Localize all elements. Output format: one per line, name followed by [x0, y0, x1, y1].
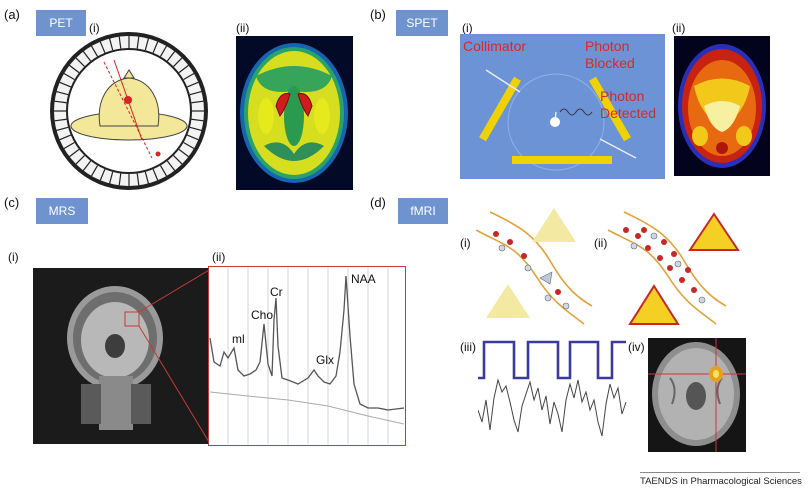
- detector-segment: [136, 36, 140, 49]
- spet-brain-scan: [674, 36, 770, 176]
- detector-segment: [109, 171, 114, 184]
- detector-segment: [90, 165, 99, 177]
- detector-segment: [191, 100, 204, 104]
- detector-segment: [136, 173, 140, 186]
- pet-sub-ii: (ii): [236, 21, 250, 35]
- mrs-sub-i: (i): [8, 250, 19, 264]
- detector-segment: [82, 160, 92, 171]
- spet-collimator-diagram: [460, 34, 665, 179]
- detector-segment: [54, 100, 67, 104]
- detector-segment: [173, 155, 183, 165]
- detector-segment: [191, 118, 204, 122]
- peak-cho: Cho: [251, 308, 274, 322]
- mrs-tag: MRS: [36, 198, 88, 224]
- journal-credit: TAENDS in Pharmacological Sciences: [640, 476, 802, 487]
- detector-segment: [173, 57, 183, 67]
- detector-segment: [63, 141, 75, 150]
- fmri-sub-iv: (iv): [628, 340, 645, 354]
- mrs-coronal-mri: [33, 268, 209, 444]
- detector-segment: [166, 51, 176, 62]
- fmri-tag: fMRI: [398, 198, 448, 224]
- detector-segment: [186, 81, 199, 88]
- detector-segment: [159, 45, 168, 57]
- spet-sub-ii: (ii): [672, 21, 686, 35]
- detector-segment: [99, 41, 106, 54]
- detector-segment: [56, 91, 69, 96]
- fmri-sub-iii: (iii): [460, 340, 476, 354]
- photon-blocked-label: Photon Blocked: [585, 38, 635, 71]
- detector-segment: [152, 168, 159, 181]
- fmri-activation-map: [648, 338, 746, 452]
- detector-segment: [118, 173, 122, 186]
- panel-b-letter: (b): [370, 7, 386, 22]
- mrs-sub-ii: (ii): [212, 250, 226, 264]
- detector-segment: [59, 81, 72, 88]
- detector-segment: [152, 41, 159, 54]
- detector-segment: [186, 134, 199, 141]
- detector-segment: [159, 165, 168, 177]
- pet-tag: PET: [36, 10, 86, 36]
- detector-segment: [75, 155, 85, 165]
- peak-ml: ml: [232, 332, 245, 346]
- panel-a-letter: (a): [4, 7, 20, 22]
- spet-tag: SPET: [396, 10, 448, 36]
- detector-segment: [69, 64, 80, 74]
- fmri-sub-ii: (ii): [594, 236, 608, 250]
- fmri-vessel-baseline: [475, 208, 593, 325]
- pet-brain-scan: [236, 36, 353, 190]
- detector-segment: [183, 72, 195, 81]
- fmri-vessel-activated: [607, 211, 740, 325]
- detector-segment: [59, 134, 72, 141]
- pet-sub-i: (i): [89, 21, 100, 35]
- detector-segment: [56, 126, 69, 131]
- detector-segment: [75, 57, 85, 67]
- fmri-bold-timecourse: [478, 340, 627, 437]
- spet-sub-i: (i): [462, 21, 473, 35]
- detector-segment: [166, 160, 176, 171]
- peak-cr: Cr: [270, 285, 283, 299]
- collimator-label: Collimator: [463, 38, 527, 54]
- detector-segment: [144, 171, 149, 184]
- detector-segment: [118, 36, 122, 49]
- detector-segment: [54, 118, 67, 122]
- detector-segment: [189, 126, 202, 131]
- detector-segment: [178, 148, 189, 158]
- detector-segment: [69, 148, 80, 158]
- detector-segment: [178, 64, 189, 74]
- pet-scanner-ring-diagram: [50, 32, 208, 190]
- mrs-spectrum-plot: [208, 266, 406, 446]
- detector-segment: [144, 38, 149, 51]
- panel-c-letter: (c): [4, 195, 20, 210]
- detector-segment: [189, 91, 202, 96]
- detector-segment: [109, 38, 114, 51]
- peak-glx: Glx: [316, 353, 334, 367]
- detector-segment: [82, 51, 92, 62]
- detector-segment: [99, 168, 106, 181]
- panel-d-letter: (d): [370, 195, 386, 210]
- footer-divider: [640, 472, 800, 473]
- detector-segment: [63, 72, 75, 81]
- detector-segment: [183, 141, 195, 150]
- peak-naa: NAA: [351, 272, 376, 286]
- photon-detected-label: Photon Detected: [600, 88, 657, 121]
- fmri-sub-i: (i): [460, 236, 471, 250]
- detector-segment: [90, 45, 99, 57]
